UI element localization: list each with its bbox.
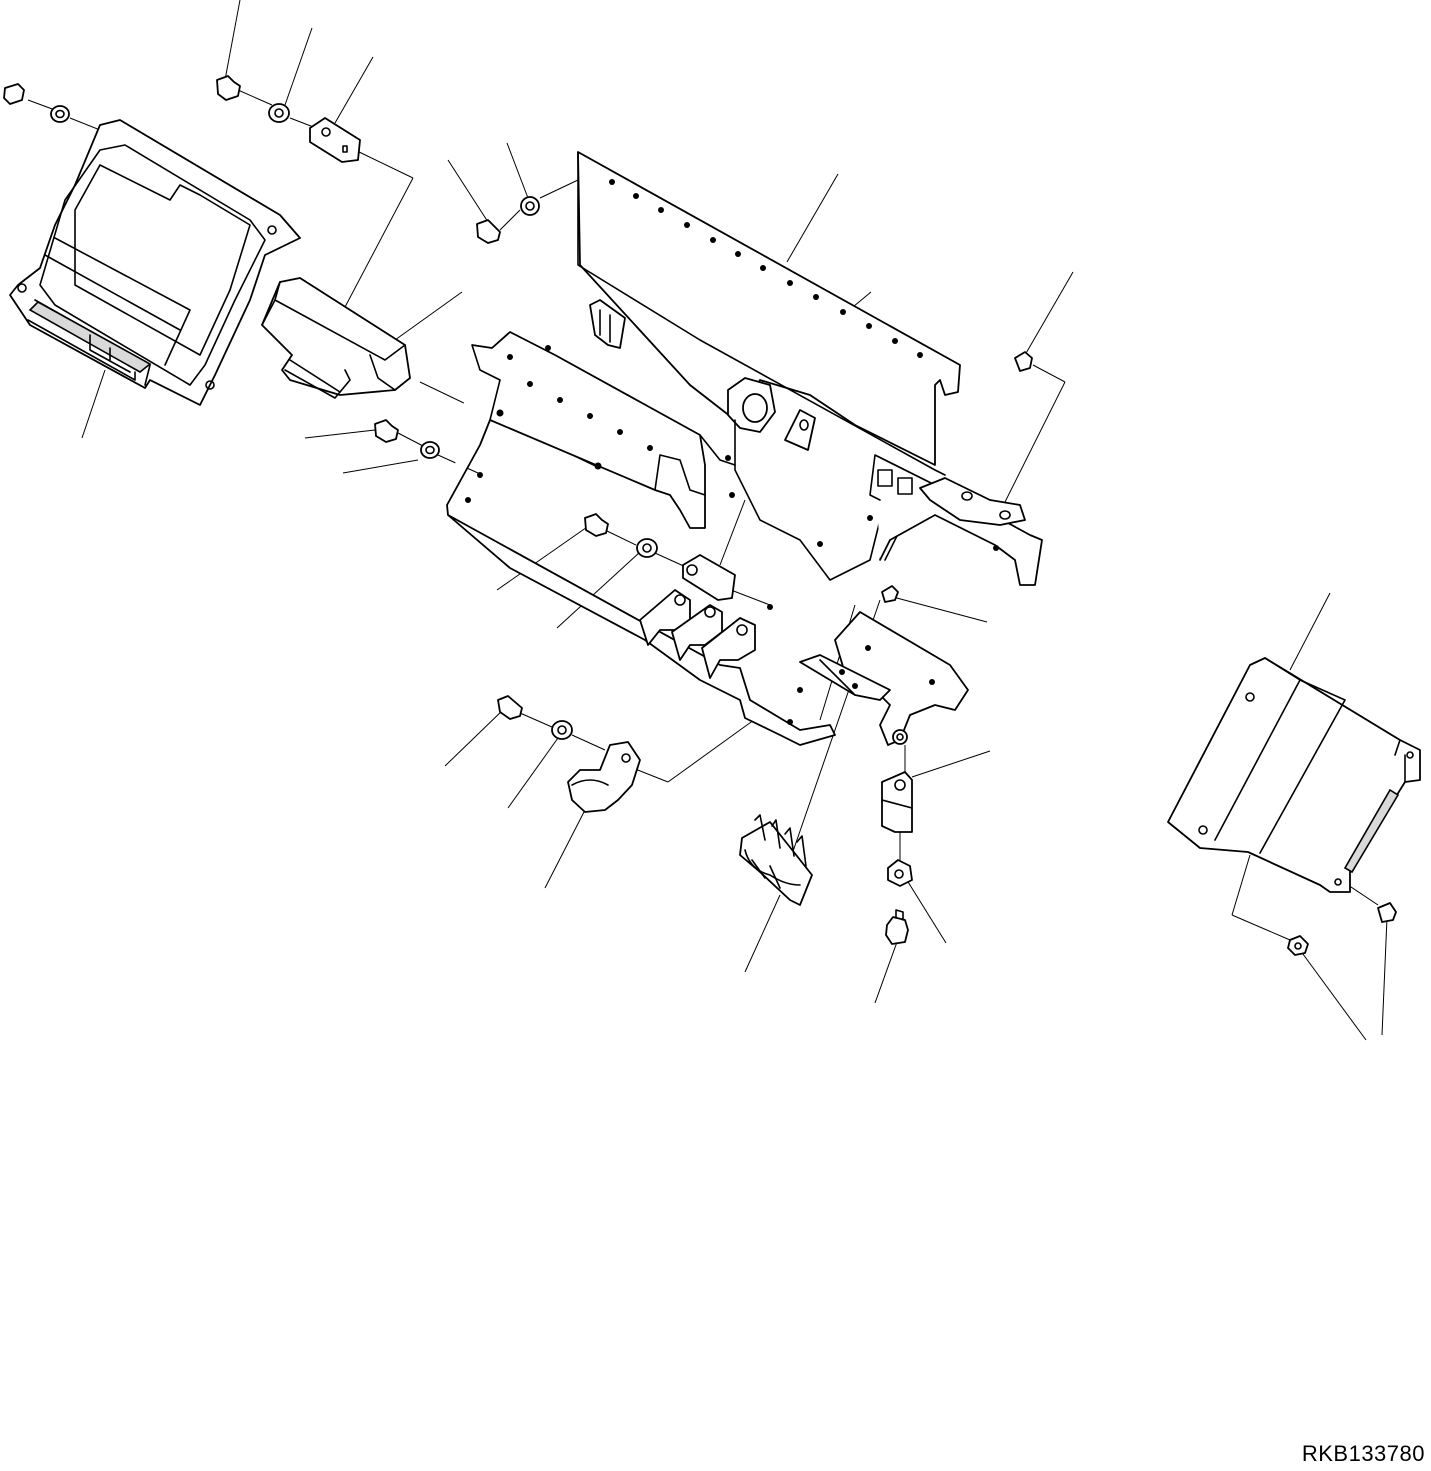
hose-clamp-icon (567, 741, 641, 813)
clip-icon (309, 117, 361, 163)
washer-icon (520, 196, 540, 216)
block-clamp (881, 771, 913, 833)
washer-icon (636, 538, 658, 558)
washer-icon (420, 441, 440, 459)
washer-icon (50, 105, 70, 123)
bolt-icon (216, 75, 241, 101)
cover-panel (1167, 657, 1421, 893)
clip-icon (784, 409, 816, 451)
clip-icon (682, 554, 736, 601)
upper-bracket-plate (577, 151, 961, 476)
relay-module (261, 277, 411, 399)
lower-right-plate (799, 611, 969, 746)
bolt-icon (374, 419, 399, 443)
washer-icon (887, 859, 913, 887)
nut-icon (1287, 935, 1309, 956)
right-side-bracket (869, 454, 1043, 586)
washer-icon (551, 720, 573, 740)
bolt-icon (584, 513, 609, 537)
bolt-icon (497, 695, 523, 720)
controller-unit (9, 119, 301, 406)
washer-icon (268, 103, 290, 123)
nut-icon (892, 729, 908, 745)
screw-icon (881, 585, 899, 603)
screw-icon (1014, 351, 1033, 372)
bolt-icon (3, 83, 25, 105)
switch-bank (739, 814, 813, 906)
grommet-icon (727, 377, 776, 433)
terminal-bracket (639, 589, 756, 679)
bolt-icon (476, 219, 501, 244)
bolt-icon (885, 909, 909, 945)
drawing-code-label: RKB133780 (1301, 1441, 1425, 1466)
screw-icon (1377, 902, 1397, 923)
leader-lines (27, 0, 1388, 1041)
